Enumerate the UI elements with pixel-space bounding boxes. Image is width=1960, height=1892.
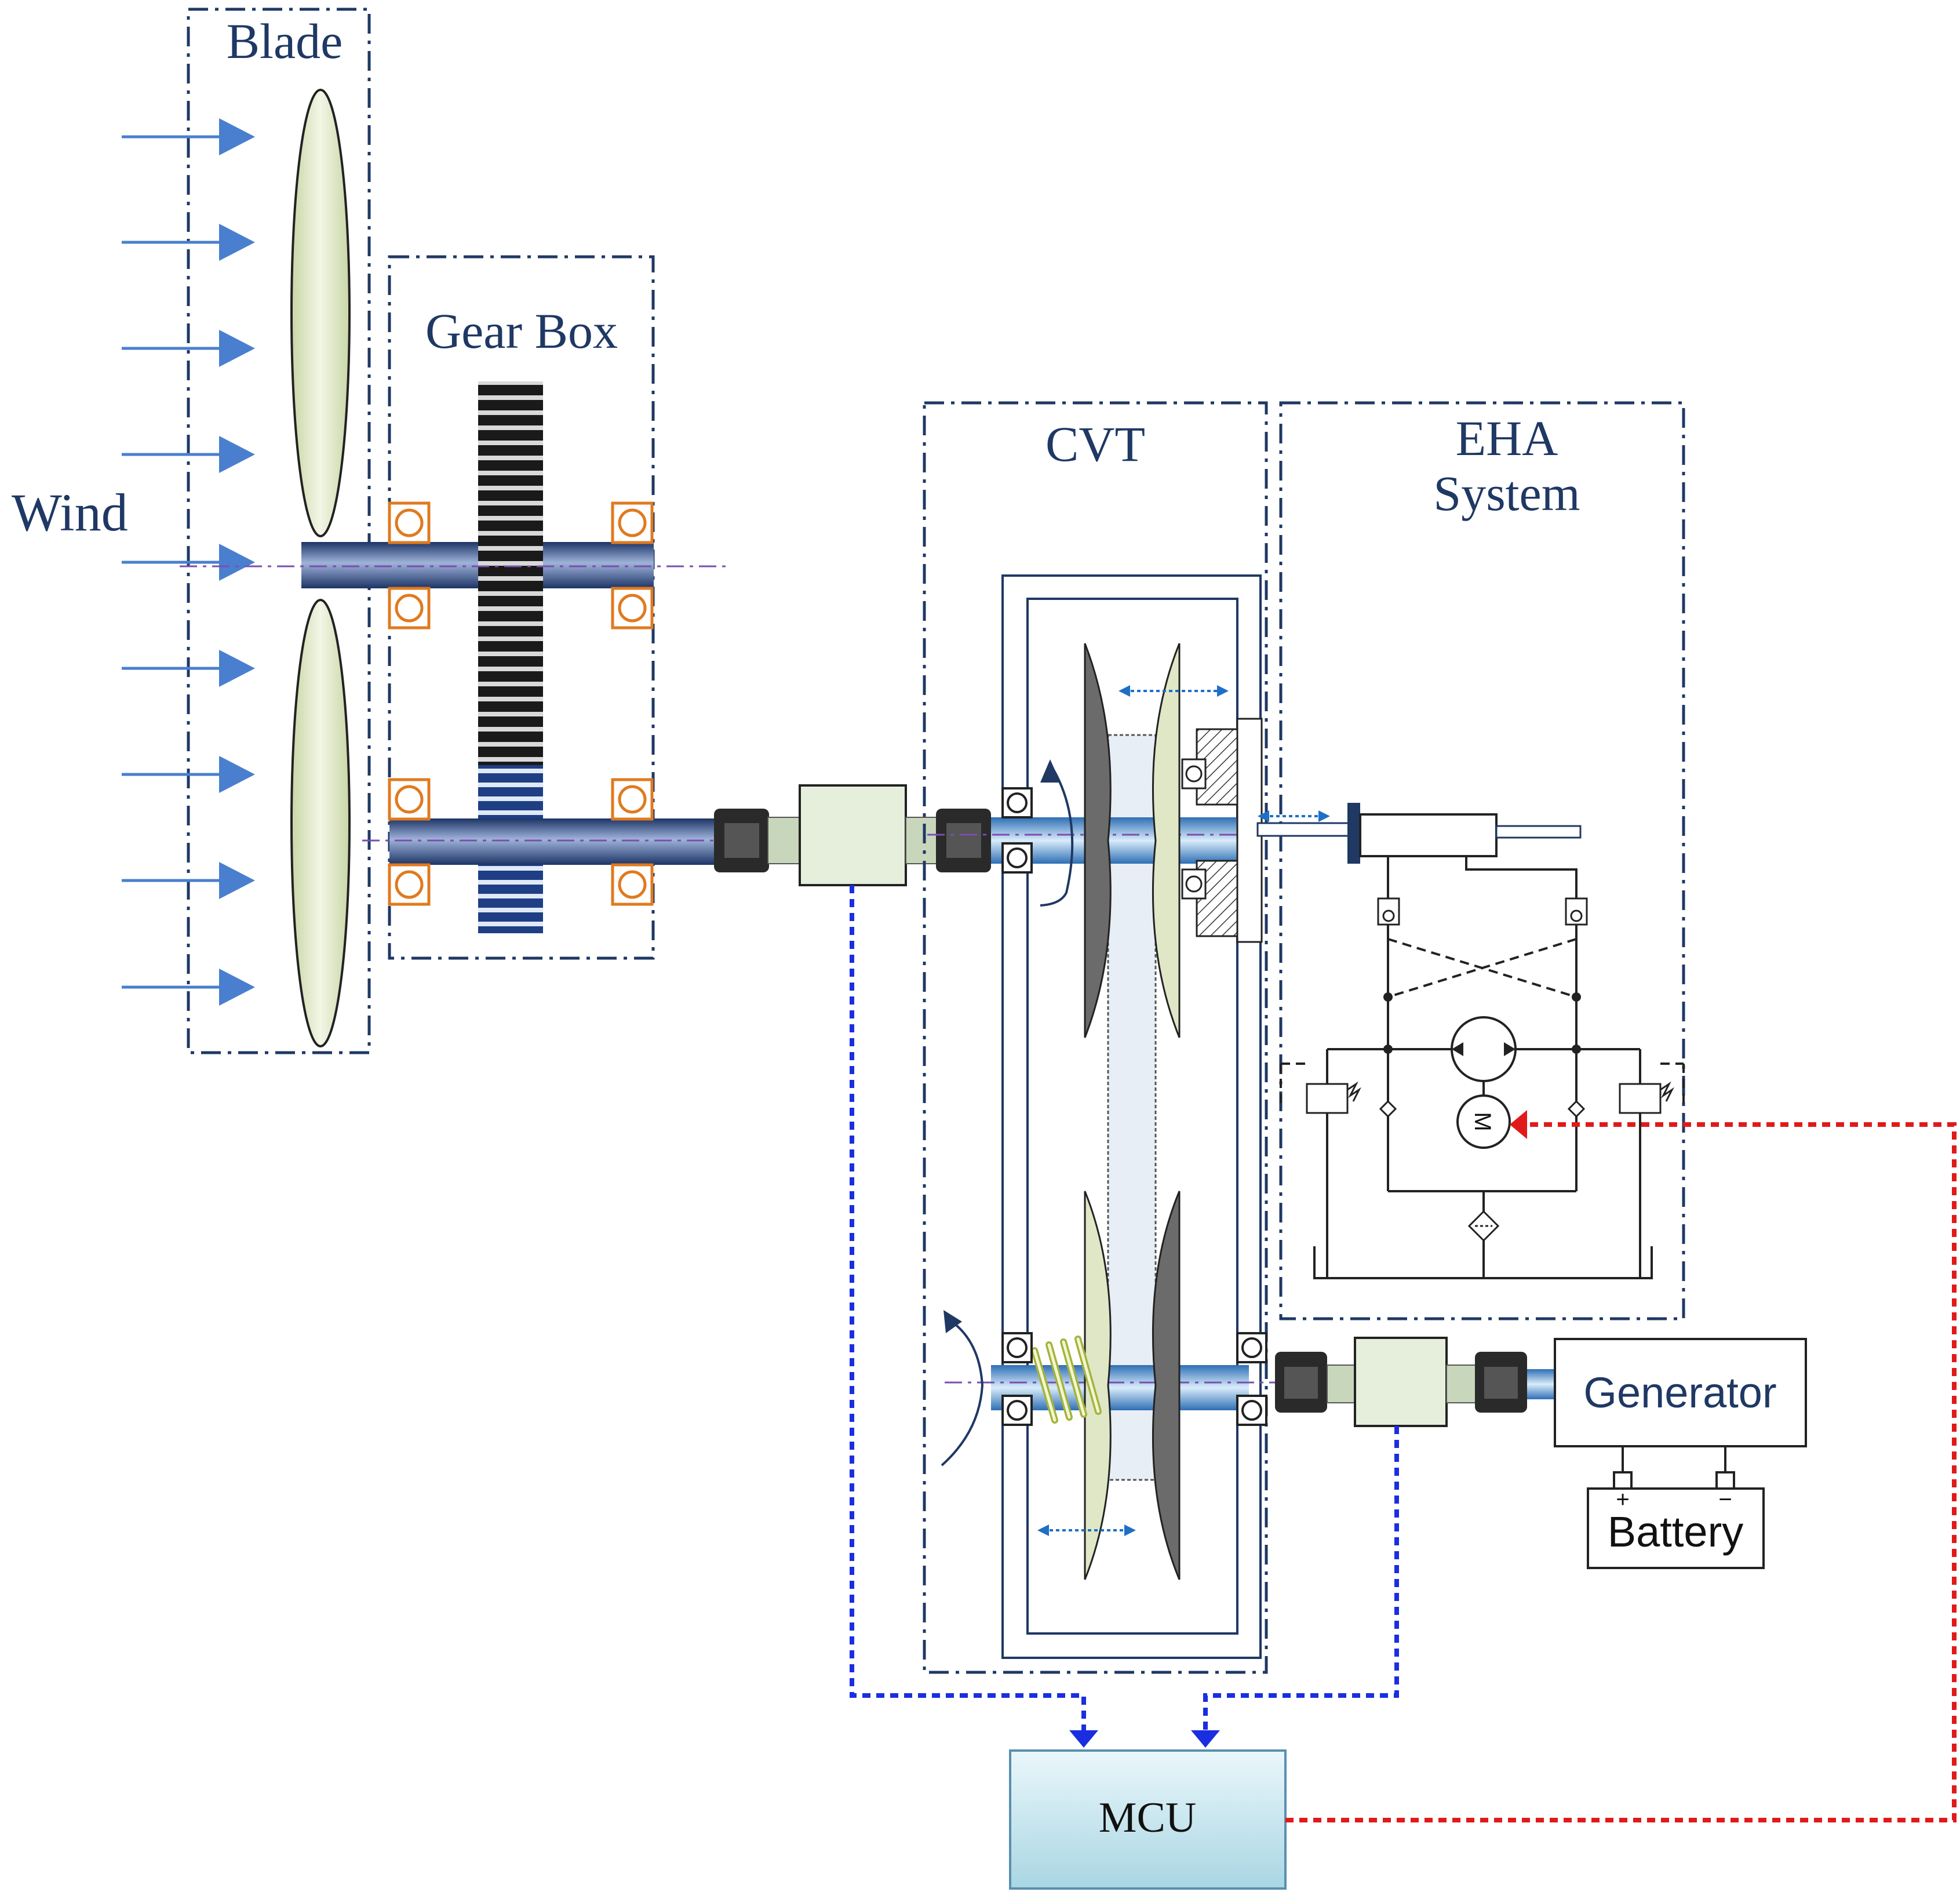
mcu bbox=[1009, 1749, 1287, 1890]
generator-label: Generator bbox=[1583, 1369, 1776, 1417]
right-arrow-icon bbox=[122, 224, 255, 261]
signal-arrowhead bbox=[1069, 1730, 1098, 1748]
relief-valve-icon bbox=[1619, 1081, 1674, 1114]
driven-rotation-arrow bbox=[941, 1318, 984, 1467]
input-shaft bbox=[301, 542, 654, 588]
check-valve-icon bbox=[1565, 897, 1588, 926]
eha-label-line2: System bbox=[1433, 465, 1580, 521]
wind-label: Wind bbox=[12, 483, 128, 542]
shaft-sleeve bbox=[1327, 1365, 1356, 1403]
blade-frame bbox=[187, 8, 371, 1054]
jaw-coupling-icon bbox=[1275, 1352, 1327, 1413]
output-speed-sensor bbox=[1354, 1337, 1448, 1427]
shaft-sleeve bbox=[905, 817, 938, 864]
ball-bearing-icon bbox=[1001, 1332, 1033, 1426]
shaft-sleeve bbox=[1446, 1365, 1476, 1403]
driver-shaft bbox=[991, 817, 1249, 864]
output-speed-signal bbox=[1203, 1426, 1399, 1745]
hydraulic-circuit bbox=[1280, 856, 1685, 1279]
check-valve-icon bbox=[1379, 1100, 1397, 1118]
input-speed-sensor bbox=[799, 784, 907, 886]
battery-positive-terminal bbox=[1613, 1471, 1633, 1490]
mcu-label: MCU bbox=[1099, 1794, 1197, 1842]
cvt-housing-outer bbox=[1001, 574, 1262, 1659]
rotation-arrowhead bbox=[943, 1310, 962, 1333]
right-arrow-icon bbox=[122, 330, 255, 367]
driver-rotation-arrow bbox=[1040, 763, 1074, 907]
battery bbox=[1587, 1487, 1765, 1569]
right-arrow-icon bbox=[122, 862, 255, 899]
battery-plus-sign: + bbox=[1616, 1487, 1629, 1512]
motor-label: M bbox=[1470, 1112, 1495, 1131]
compression-spring-icon bbox=[1031, 1336, 1102, 1424]
check-valve-icon bbox=[1567, 1100, 1586, 1118]
generator-shaft bbox=[1527, 1369, 1556, 1399]
right-arrow-icon bbox=[122, 118, 255, 155]
ball-bearing-icon bbox=[388, 778, 431, 906]
rotation-arrowhead bbox=[1040, 759, 1061, 783]
blade-label: Blade bbox=[227, 13, 343, 69]
hydraulic-pump-icon bbox=[1451, 1016, 1517, 1096]
cvt-label: CVT bbox=[1045, 416, 1145, 472]
actuator-rod bbox=[1256, 822, 1357, 837]
battery-negative-terminal bbox=[1715, 1471, 1735, 1490]
right-arrow-icon bbox=[122, 650, 255, 687]
motor-control-signal bbox=[1285, 1122, 1957, 1822]
filter-icon bbox=[1467, 1210, 1500, 1242]
check-valve-icon bbox=[1377, 897, 1400, 926]
gearbox-label: Gear Box bbox=[425, 303, 618, 359]
cvt-housing-inner bbox=[1026, 598, 1238, 1635]
driver-fixed-sheave bbox=[1084, 643, 1112, 1038]
electric-motor-icon: M bbox=[1456, 1094, 1511, 1149]
driven-shaft bbox=[991, 1365, 1249, 1410]
signal-arrowhead bbox=[1191, 1730, 1220, 1748]
eha-frame bbox=[1279, 401, 1685, 1320]
wind-arrows bbox=[122, 118, 255, 1006]
right-arrow-icon bbox=[122, 969, 255, 1006]
cvt-frame bbox=[923, 401, 1268, 1674]
jaw-coupling-icon bbox=[1475, 1352, 1527, 1413]
eha-label-line1: EHA bbox=[1456, 410, 1558, 466]
ball-bearing-icon bbox=[388, 501, 431, 630]
signal-arrowhead bbox=[1510, 1110, 1527, 1139]
large-gear bbox=[478, 381, 543, 770]
driver-movable-sheave bbox=[1152, 643, 1181, 1038]
ball-bearing-icon bbox=[611, 778, 654, 906]
generator bbox=[1554, 1338, 1807, 1447]
battery-minus-sign: − bbox=[1718, 1487, 1732, 1512]
input-speed-signal bbox=[850, 885, 1086, 1745]
ball-bearing-icon bbox=[1001, 787, 1033, 874]
hydraulic-cylinder bbox=[1359, 813, 1498, 857]
shaft-sleeve bbox=[767, 817, 803, 864]
right-arrow-icon bbox=[122, 544, 255, 581]
right-arrow-icon bbox=[122, 756, 255, 793]
ball-bearing-icon bbox=[1236, 1332, 1267, 1426]
actuator-piston bbox=[1347, 803, 1360, 864]
jaw-coupling-icon bbox=[714, 809, 769, 872]
output-shaft bbox=[389, 818, 714, 865]
jaw-coupling-icon bbox=[936, 809, 991, 872]
battery-label: Battery bbox=[1608, 1508, 1743, 1556]
turbine-blade bbox=[290, 89, 351, 1047]
driven-fixed-sheave bbox=[1152, 1191, 1181, 1580]
relief-valve-icon bbox=[1306, 1081, 1361, 1114]
ball-bearing-icon bbox=[611, 501, 654, 630]
right-arrow-icon bbox=[122, 436, 255, 473]
cylinder-rod-end bbox=[1495, 825, 1582, 839]
